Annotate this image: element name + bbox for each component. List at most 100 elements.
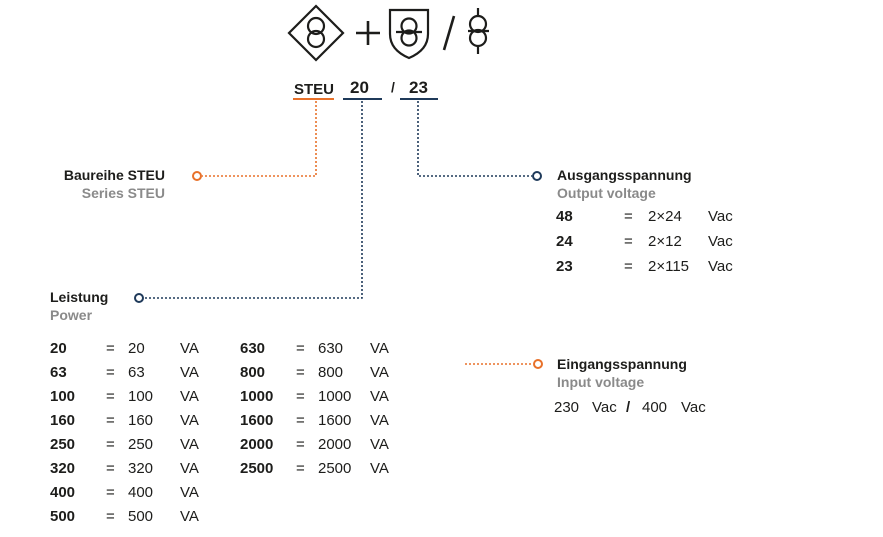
output-title-en: Output voltage — [557, 185, 656, 201]
output-code: 24 — [556, 233, 573, 250]
code-voltage: 23 — [409, 78, 428, 97]
power-eq: = — [296, 388, 305, 405]
power-code: 400 — [50, 484, 76, 501]
power-eq: = — [296, 460, 305, 477]
power-unit: VA — [370, 340, 389, 357]
power-value: 320 — [128, 460, 154, 477]
series-connector — [202, 101, 317, 177]
header-icons — [287, 4, 489, 62]
input-separator: / — [626, 399, 631, 416]
power-value: 400 — [128, 484, 154, 501]
power-eq: = — [296, 340, 305, 357]
power-code: 630 — [240, 340, 266, 357]
power-title-en: Power — [50, 307, 93, 323]
power-dot — [134, 293, 144, 303]
power-eq: = — [106, 340, 115, 357]
power-eq: = — [106, 508, 115, 525]
power-value: 630 — [318, 340, 344, 357]
input-dot — [533, 359, 543, 369]
power-row: 500 = 500 VA — [50, 507, 220, 527]
power-row: 630 = 630 VA — [240, 339, 410, 359]
power-unit: VA — [370, 412, 389, 429]
power-unit: VA — [180, 484, 199, 501]
transformer-diamond-icon — [287, 4, 345, 62]
output-row: 48 = 2×24 Vac — [556, 207, 756, 227]
power-code: 250 — [50, 436, 76, 453]
output-value: 2×115 — [648, 258, 690, 275]
code-series: STEU — [294, 81, 335, 98]
plus-icon — [356, 21, 380, 45]
power-unit: VA — [180, 364, 199, 381]
power-value: 500 — [128, 508, 154, 525]
power-value: 20 — [128, 340, 145, 357]
power-title-de: Leistung — [50, 289, 109, 305]
power-row: 250 = 250 VA — [50, 435, 220, 455]
input-title-en: Input voltage — [557, 374, 645, 390]
power-value: 160 — [128, 412, 154, 429]
power-eq: = — [296, 364, 305, 381]
power-value: 250 — [128, 436, 154, 453]
power-code: 20 — [50, 340, 67, 357]
power-eq: = — [296, 436, 305, 453]
series-title-en: Series STEU — [81, 185, 165, 201]
power-unit: VA — [180, 508, 199, 525]
output-unit: Vac — [708, 233, 733, 250]
power-value: 2000 — [318, 436, 352, 453]
output-title-de: Ausgangsspannung — [557, 167, 692, 183]
transformer-icon — [468, 8, 489, 54]
output-connector — [417, 101, 532, 177]
power-eq: = — [296, 412, 305, 429]
power-connector — [144, 101, 363, 299]
power-unit: VA — [370, 364, 389, 381]
output-value: 2×24 — [648, 208, 682, 225]
power-code: 1000 — [240, 388, 274, 405]
output-eq: = — [624, 258, 633, 275]
power-eq: = — [106, 460, 115, 477]
power-code: 100 — [50, 388, 76, 405]
input-value-1: 230 — [554, 399, 580, 416]
power-eq: = — [106, 436, 115, 453]
power-unit: VA — [370, 460, 389, 477]
power-unit: VA — [180, 340, 199, 357]
power-code: 63 — [50, 364, 67, 381]
power-value: 63 — [128, 364, 145, 381]
power-value: 1000 — [318, 388, 352, 405]
code-separator: / — [391, 79, 395, 95]
power-code: 2000 — [240, 436, 274, 453]
series-title-de: Baureihe STEU — [63, 167, 165, 183]
output-value: 2×12 — [648, 233, 682, 250]
power-unit: VA — [180, 436, 199, 453]
power-code: 500 — [50, 508, 76, 525]
output-eq: = — [624, 233, 633, 250]
output-eq: = — [624, 208, 633, 225]
power-eq: = — [106, 364, 115, 381]
power-row: 20 = 20 VA — [50, 339, 220, 359]
power-unit: VA — [180, 460, 199, 477]
power-value: 800 — [318, 364, 344, 381]
output-dot — [532, 171, 542, 181]
power-unit: VA — [180, 388, 199, 405]
input-unit-1: Vac — [592, 399, 617, 416]
power-code: 160 — [50, 412, 76, 429]
output-code: 48 — [556, 208, 573, 225]
code-power: 20 — [350, 78, 369, 97]
slash-icon — [442, 15, 456, 51]
power-eq: = — [106, 412, 115, 429]
output-unit: Vac — [708, 208, 733, 225]
input-value-2: 400 — [642, 399, 668, 416]
power-unit: VA — [180, 412, 199, 429]
power-row: 63 = 63 VA — [50, 363, 220, 383]
input-title-de: Eingangsspannung — [557, 356, 687, 372]
power-code: 2500 — [240, 460, 274, 477]
output-unit: Vac — [708, 258, 733, 275]
